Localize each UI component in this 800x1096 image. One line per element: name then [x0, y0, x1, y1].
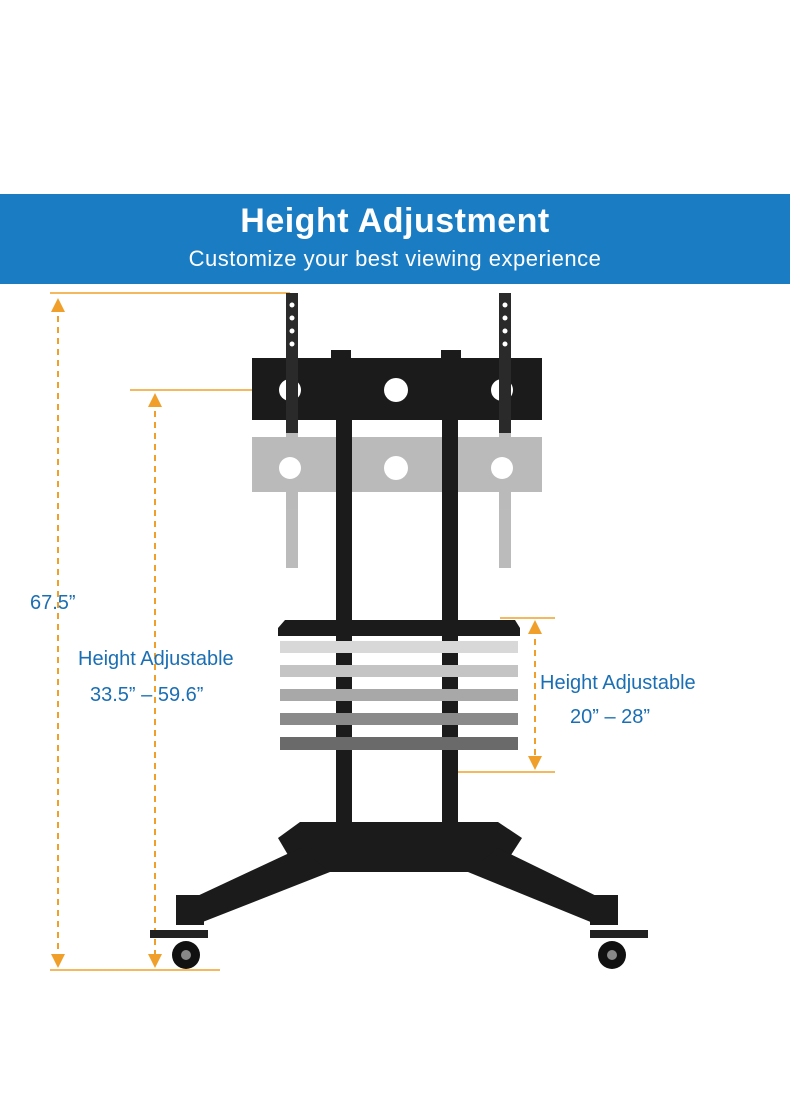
- mount-lowered-ghost: [252, 430, 542, 568]
- caster-wheel-right: [590, 930, 648, 969]
- shelf-positions-ghost: [280, 641, 518, 750]
- shelf: [278, 620, 520, 636]
- base-frame: [176, 822, 618, 925]
- mount-adjust-range: 33.5” – 59.6”: [90, 684, 204, 706]
- header-banner: Height Adjustment Customize your best vi…: [0, 194, 790, 284]
- total-height-label: 67.5”: [30, 592, 76, 614]
- shelf-adjust-label: Height Adjustable: [540, 672, 696, 694]
- mount-adjust-label: Height Adjustable: [78, 648, 234, 670]
- banner-title: Height Adjustment: [240, 202, 550, 240]
- shelf-adjust-range: 20” – 28”: [570, 706, 651, 728]
- dimension-arrows: [51, 298, 542, 968]
- caster-wheel-left: [150, 930, 208, 969]
- mount-plate: [252, 293, 542, 433]
- banner-subtitle: Customize your best viewing experience: [188, 246, 602, 271]
